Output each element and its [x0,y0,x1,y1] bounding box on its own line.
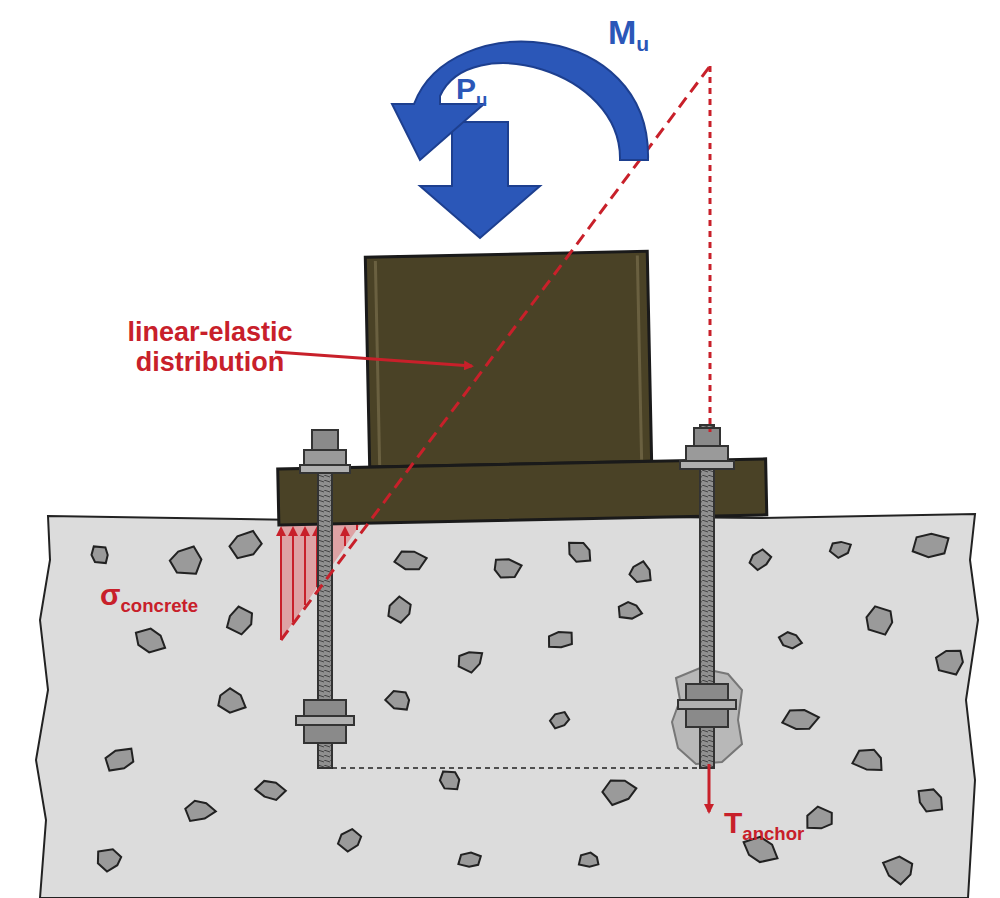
aggregate-stone [338,829,361,852]
aggregate-stone [750,549,772,570]
leader-line [275,352,472,366]
aggregate-stone [569,543,590,562]
aggregate-stone [913,534,949,557]
aggregate-stone [106,749,134,771]
concrete-block [36,514,978,898]
text-label: Pu [456,72,487,110]
aggregate-stone [218,688,245,712]
aggregate-stone [919,789,943,811]
aggregate-stone [550,712,569,728]
embed-line [332,767,700,769]
aggregate-stone [779,632,802,648]
aggregate-stone [830,542,851,558]
left-anchor [296,430,354,768]
aggregate-stone [385,691,409,710]
aggregate-stone [440,771,459,789]
aggregate-stone [92,546,108,563]
aggregate-stone [394,552,426,570]
aggregate-stone [459,652,482,672]
aggregate [92,531,963,884]
aggregate-stone [630,561,651,582]
aggregate-stone [867,606,893,634]
aggregate-stone [883,857,912,885]
moment-arrow [392,42,648,160]
aggregate-stone [549,632,572,647]
aggregate-stone [458,853,480,867]
aggregate-stone [852,750,881,770]
aggregate-stone [230,531,262,558]
text-label: σconcrete [100,578,198,616]
aggregate-stone [602,780,636,805]
base-plate [278,459,767,525]
aggregate-stone [936,651,963,675]
aggregate-stone [227,607,252,635]
text-label: linear-elastic distribution [110,318,310,377]
aggregate-stone [807,807,832,829]
aggregate-stone [782,710,819,729]
aggregate-stone [185,801,216,821]
aggregate-stone [98,849,121,871]
aggregate-stone [255,781,286,800]
aggregate-stone [388,597,410,623]
aggregate-stone [579,853,599,867]
text-label: Mu [608,14,649,56]
text-label: Tanchor [724,806,804,844]
aggregate-stone [170,547,202,574]
right-anchor [672,425,742,768]
aggregate-stone [619,602,642,619]
steel-column [365,251,651,467]
aggregate-stone [136,629,165,653]
tension-arrow [708,764,711,812]
aggregate-stone [495,559,522,577]
column-and-plate [273,249,766,525]
strain-drop [709,66,712,432]
